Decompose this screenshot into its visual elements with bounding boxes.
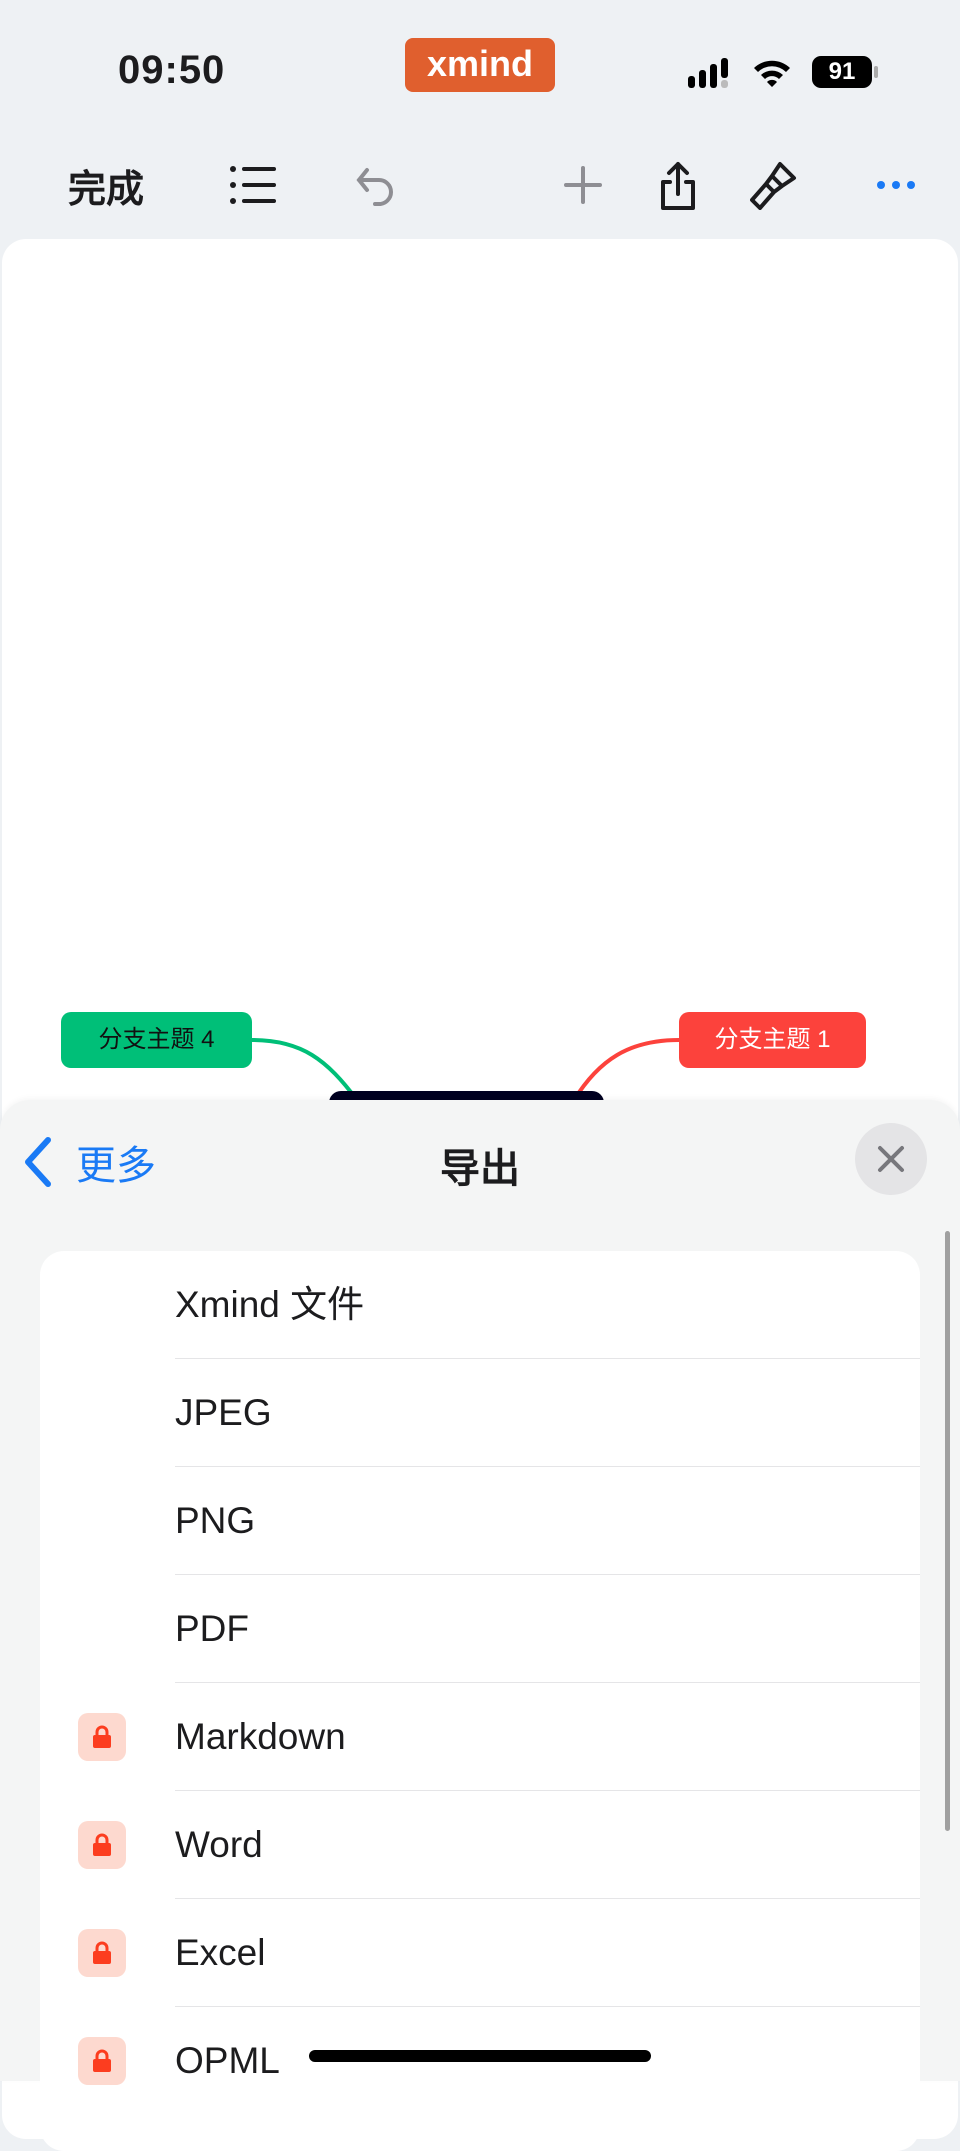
export-option-markdown[interactable]: Markdown	[40, 1683, 920, 1791]
export-option-label: Word	[175, 1824, 263, 1865]
chevron-left-icon	[25, 1137, 51, 1187]
lock-icon	[78, 1713, 126, 1761]
close-button[interactable]	[855, 1123, 927, 1195]
undo-icon[interactable]	[355, 160, 397, 210]
wifi-icon	[754, 60, 790, 87]
divider	[175, 1466, 920, 1467]
home-indicator[interactable]	[309, 2050, 651, 2062]
divider	[175, 1682, 920, 1683]
lock-icon	[78, 1929, 126, 1977]
export-option-excel[interactable]: Excel	[40, 1899, 920, 2007]
outline-list-icon[interactable]	[228, 160, 280, 210]
close-icon	[878, 1146, 904, 1172]
back-label: 更多	[76, 1144, 156, 1188]
mindmap-node-branch-4[interactable]: 分支主题 4	[61, 1012, 252, 1068]
export-option-label: OPML	[175, 2040, 280, 2081]
lock-icon	[78, 1821, 126, 1869]
battery-cap	[874, 66, 878, 78]
sheet-title: 导出	[440, 1147, 520, 1191]
add-icon[interactable]	[562, 160, 604, 210]
export-option-pdf[interactable]: PDF	[40, 1575, 920, 1683]
divider	[175, 1790, 920, 1791]
battery-level: 91	[812, 56, 872, 88]
divider	[175, 1898, 920, 1899]
export-option-label: Excel	[175, 1932, 266, 1973]
signal-icon	[688, 58, 728, 88]
export-option-png[interactable]: PNG	[40, 1467, 920, 1575]
export-option-word[interactable]: Word	[40, 1791, 920, 1899]
status-time: 09:50	[118, 48, 226, 92]
scrollbar[interactable]	[945, 1231, 950, 1831]
back-button[interactable]: 更多	[20, 1133, 156, 1191]
export-option-label: Xmind 文件	[175, 1284, 365, 1325]
export-option-xmind-文件[interactable]: Xmind 文件	[40, 1251, 920, 1359]
format-brush-icon[interactable]	[750, 160, 798, 210]
app-badge: xmind	[405, 38, 555, 92]
export-option-label: PNG	[175, 1500, 256, 1541]
branch-connectors	[251, 1038, 680, 1102]
divider	[175, 1358, 920, 1359]
export-option-label: Markdown	[175, 1716, 346, 1757]
done-button[interactable]: 完成	[68, 168, 145, 211]
mindmap-node-branch-1[interactable]: 分支主题 1	[679, 1012, 866, 1068]
export-option-label: PDF	[175, 1608, 249, 1649]
export-option-jpeg[interactable]: JPEG	[40, 1359, 920, 1467]
export-option-label: JPEG	[175, 1392, 272, 1433]
divider	[175, 2006, 920, 2007]
export-option-opml[interactable]: OPML	[40, 2007, 920, 2115]
share-icon[interactable]	[658, 160, 698, 210]
more-icon[interactable]	[876, 160, 918, 210]
lock-icon	[78, 2037, 126, 2085]
divider	[175, 1574, 920, 1575]
